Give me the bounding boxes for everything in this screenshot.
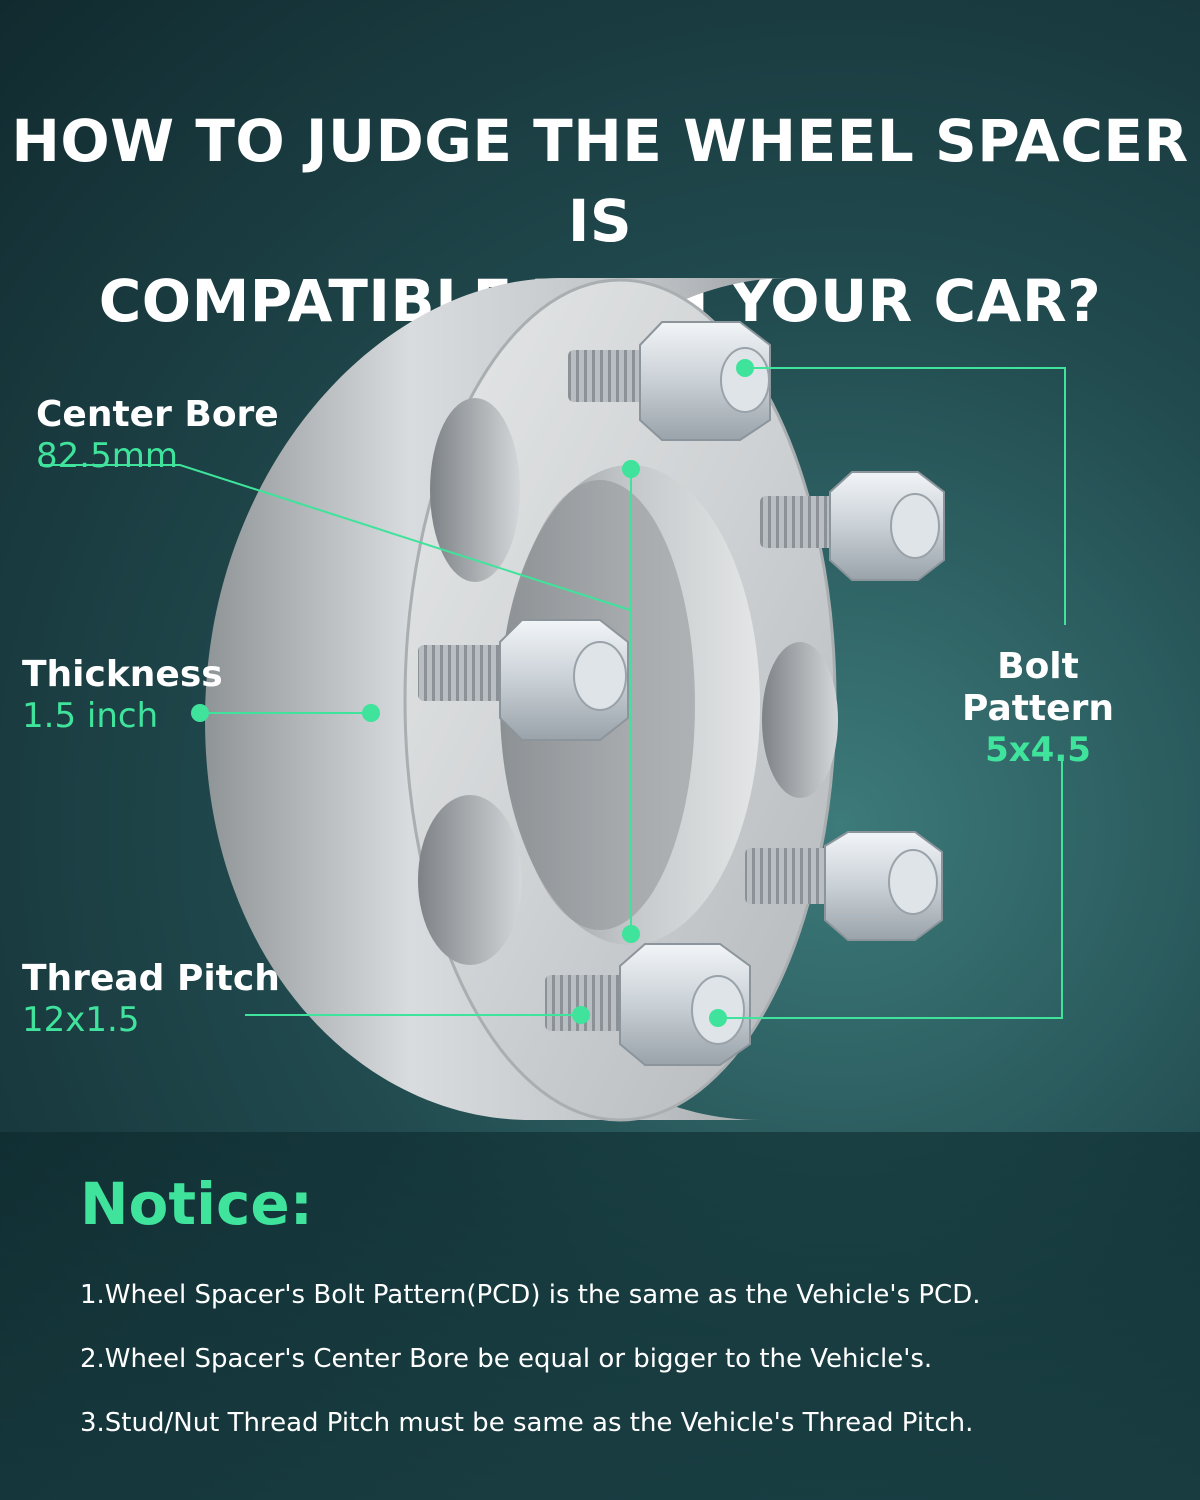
callout-lines — [40, 367, 1066, 1019]
notice-panel — [0, 1132, 1200, 1500]
bolt-pattern-dot-bottom — [709, 1009, 727, 1027]
center-bore-value: 82.5mm — [36, 436, 178, 476]
bolt-pattern-line-top — [745, 367, 1066, 625]
bolt-pattern-dot-top — [736, 359, 754, 377]
bolt-pattern-line-bottom — [718, 758, 1063, 1019]
notice-list: 1.Wheel Spacer's Bolt Pattern(PCD) is th… — [80, 1278, 981, 1470]
center-bore-callout-line — [40, 464, 631, 611]
bolt-pattern-name: Bolt Pattern — [962, 646, 1114, 729]
thread-pitch-value: 12x1.5 — [22, 1000, 140, 1040]
thread-pitch-label: Thread Pitch 12x1.5 — [22, 958, 280, 1040]
stud-nut-5 — [545, 943, 751, 1066]
stud-nut-2 — [760, 471, 945, 581]
page-title-line-1: HOW TO JUDGE THE WHEEL SPACER IS — [11, 106, 1189, 255]
center-bore-label: Center Bore 82.5mm — [36, 394, 279, 476]
center-bore-name: Center Bore — [36, 394, 279, 435]
thread-pitch-name: Thread Pitch — [22, 958, 280, 999]
bolt-pattern-label: Bolt Pattern 5x4.5 — [928, 646, 1148, 770]
stud-nut-3 — [418, 619, 629, 741]
notice-item-2: 2.Wheel Spacer's Center Bore be equal or… — [80, 1344, 933, 1374]
notice-title: Notice: — [80, 1170, 313, 1238]
bolt-pattern-value: 5x4.5 — [985, 730, 1091, 770]
center-bore-dot-bottom — [622, 925, 640, 943]
wheel-spacer-diagram — [40, 278, 1066, 1122]
thickness-dot-right — [362, 704, 380, 722]
thickness-value: 1.5 inch — [22, 696, 159, 736]
bolt-holes — [418, 398, 838, 965]
notice-item-3: 3.Stud/Nut Thread Pitch must be same as … — [80, 1408, 974, 1438]
thickness-name: Thickness — [22, 654, 223, 695]
center-bore-dot-top — [622, 460, 640, 478]
thread-pitch-dot — [572, 1006, 590, 1024]
stud-nut-1 — [568, 321, 771, 441]
thickness-dot-left — [191, 704, 209, 722]
page-title: HOW TO JUDGE THE WHEEL SPACER IS COMPATI… — [0, 101, 1200, 341]
stud-nut-4 — [745, 831, 943, 941]
notice-item-1: 1.Wheel Spacer's Bolt Pattern(PCD) is th… — [80, 1280, 981, 1310]
thickness-label: Thickness 1.5 inch — [22, 654, 223, 736]
callout-dots — [191, 359, 754, 1027]
